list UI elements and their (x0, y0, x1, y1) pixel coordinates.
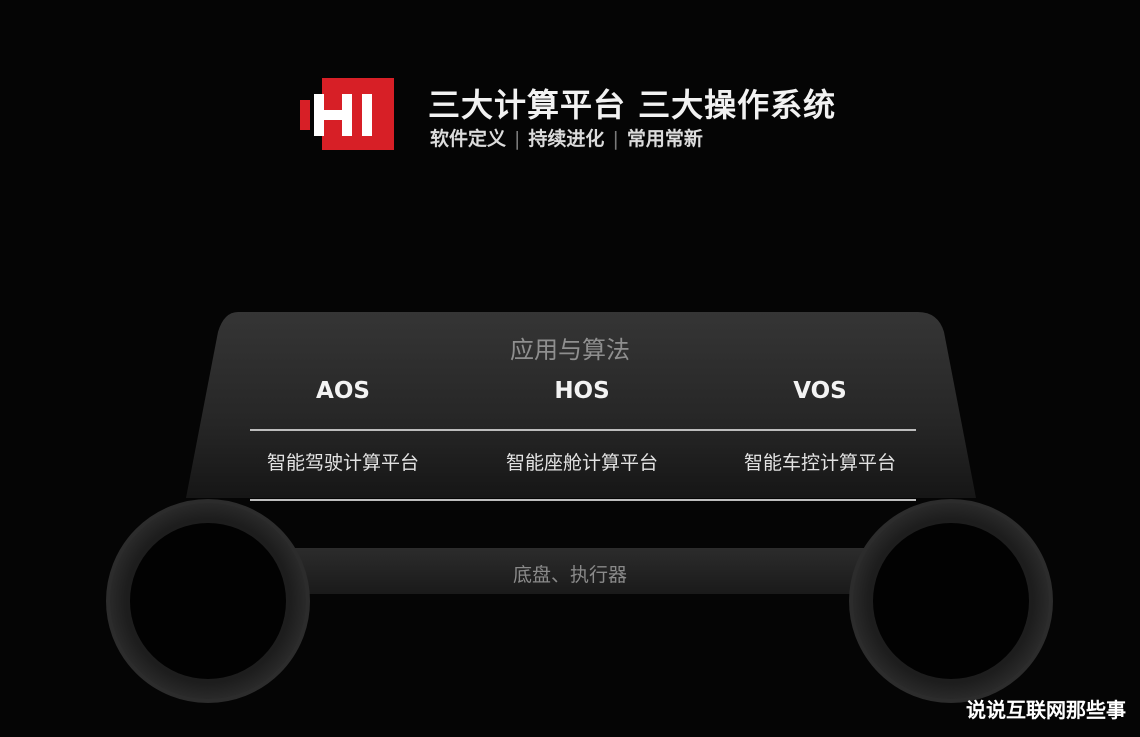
platform-cockpit: 智能座舱计算平台 (505, 452, 658, 474)
os-hos: HOS (554, 378, 610, 404)
body-panel (186, 312, 976, 498)
os-aos: AOS (316, 378, 370, 404)
tagline-item-software-defined: 软件定义 (430, 128, 507, 150)
tagline-item-always-new: 常用常新 (626, 128, 703, 150)
watermark: 说说互联网那些事 (966, 698, 1126, 722)
chassis-label: 底盘、执行器 (512, 564, 627, 586)
layer-title: 应用与算法 (510, 336, 630, 364)
tagline: 软件定义 | 持续进化 | 常用常新 (430, 124, 703, 151)
tagline-separator: | (612, 128, 619, 150)
os-vos: VOS (793, 378, 847, 404)
platform-driving: 智能驾驶计算平台 (266, 452, 419, 474)
headline: 三大计算平台 三大操作系统 (428, 86, 837, 124)
tagline-separator: | (514, 128, 521, 150)
chassis-bar (270, 548, 890, 594)
platform-vehicle-control: 智能车控计算平台 (743, 452, 896, 474)
hi-logo (300, 78, 394, 150)
tagline-item-evolution: 持续进化 (528, 128, 605, 150)
